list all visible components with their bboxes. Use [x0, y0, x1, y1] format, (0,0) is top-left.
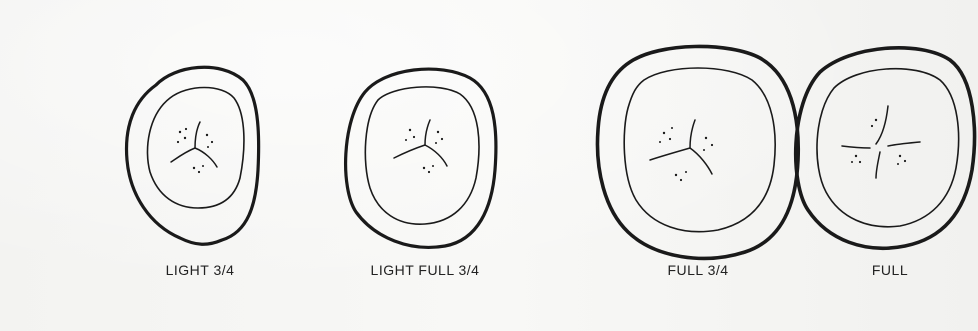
outer-fat-outline — [346, 69, 496, 247]
label-light-3-4: LIGHT 3/4 — [166, 262, 235, 278]
marbling-flecks — [177, 128, 213, 173]
outer-fat-outline — [597, 46, 798, 258]
marbling-seam — [650, 120, 712, 174]
cross-section-full-3-4 — [597, 46, 798, 258]
outer-fat-outline — [796, 48, 975, 248]
outer-fat-outline — [127, 67, 259, 244]
marbling-seam — [394, 120, 447, 166]
label-full-3-4: FULL 3/4 — [667, 262, 728, 278]
label-full: FULL — [872, 262, 908, 278]
cross-section-light-3-4 — [127, 67, 259, 244]
inner-muscle-outline — [624, 68, 775, 232]
cross-section-full — [796, 48, 975, 248]
marbling-seam — [842, 106, 920, 178]
marbling-seam — [171, 122, 217, 167]
cross-section-light-full-3-4 — [346, 69, 496, 247]
label-light-full-3-4: LIGHT FULL 3/4 — [371, 262, 480, 278]
inner-muscle-outline — [817, 69, 959, 227]
inner-muscle-outline — [365, 87, 479, 224]
